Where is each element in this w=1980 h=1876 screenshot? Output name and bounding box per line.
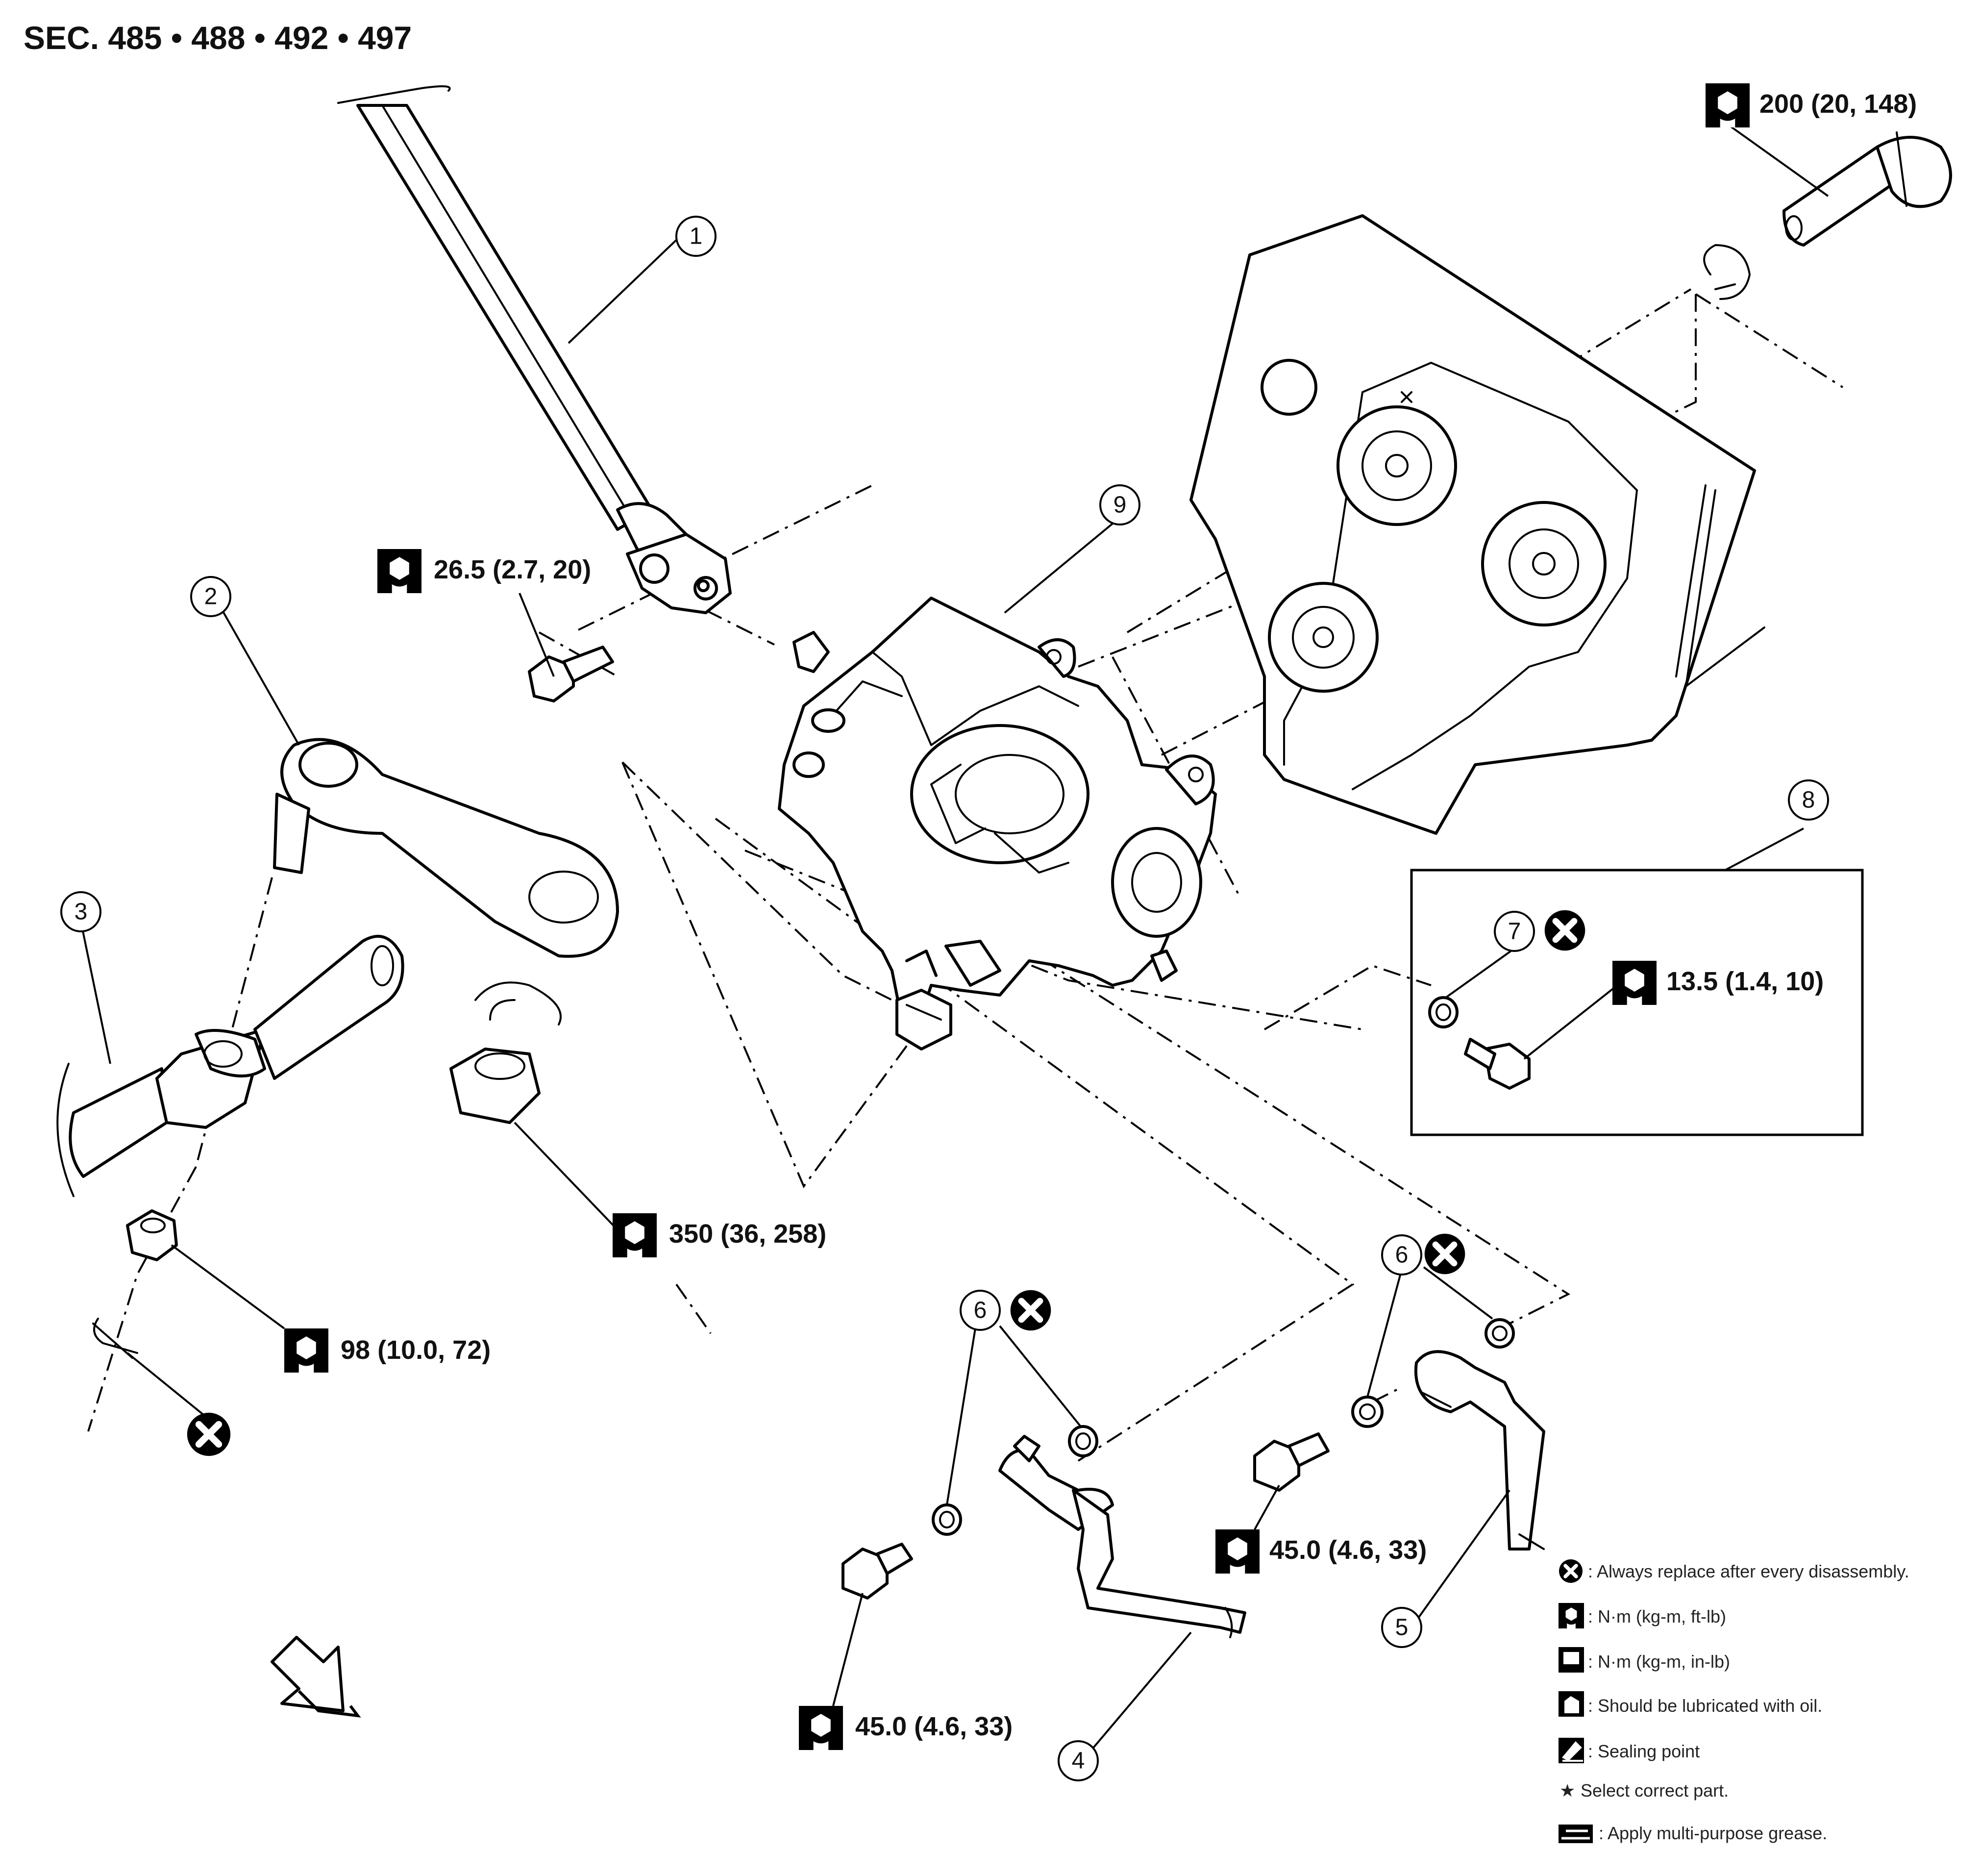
torque-icon [613, 1213, 657, 1257]
svg-text:: Should be lubricated with oi: : Should be lubricated with oil. [1588, 1696, 1822, 1716]
callout-7: 7 [1494, 911, 1535, 952]
svg-text:3: 3 [74, 899, 88, 925]
torque-icon [1612, 961, 1657, 1005]
svg-text:6: 6 [1395, 1242, 1409, 1268]
star-icon: ★ [1559, 1780, 1575, 1801]
legend-item-oil: : Should be lubricated with oil. [1559, 1691, 1822, 1717]
steering-shaft [337, 85, 732, 614]
torque-45-return: 45.0 (4.6, 33) [1215, 1529, 1427, 1574]
svg-text:98 (10.0, 72): 98 (10.0, 72) [341, 1335, 491, 1365]
svg-text:1: 1 [690, 224, 703, 250]
svg-text:26.5 (2.7, 20): 26.5 (2.7, 20) [434, 555, 591, 584]
union-bolt-return [1253, 1432, 1330, 1492]
replace-x-icon [1425, 1234, 1465, 1275]
svg-text:9: 9 [1114, 492, 1127, 518]
callout-3: 3 [60, 891, 101, 932]
union-bolt-pressure [842, 1543, 913, 1600]
steering-gear-assembly [778, 597, 1217, 1051]
svg-text:45.0 (4.6, 33): 45.0 (4.6, 33) [1269, 1535, 1427, 1565]
svg-text:2: 2 [204, 584, 218, 610]
callout-2: 2 [190, 576, 231, 617]
torque-icon [284, 1328, 328, 1373]
torque-45-pressure: 45.0 (4.6, 33) [799, 1706, 1013, 1750]
legend-item-torque-inlb: : N·m (kg-m, in-lb) [1559, 1647, 1730, 1673]
front-arrow-icon [271, 1636, 361, 1718]
assembly-lines [87, 288, 1844, 1462]
svg-text:: Sealing point: : Sealing point [1588, 1741, 1700, 1761]
pitman-arm-nut [449, 981, 562, 1124]
callout-5: 5 [1381, 1607, 1422, 1648]
svg-text:5: 5 [1395, 1615, 1409, 1641]
svg-text:7: 7 [1508, 919, 1521, 945]
torque-icon [1215, 1529, 1260, 1574]
torque-98: 98 (10.0, 72) [284, 1328, 491, 1373]
svg-text:8: 8 [1802, 787, 1815, 813]
pressure-hose [998, 1435, 1246, 1638]
callout-9: 9 [1099, 484, 1140, 525]
torque-26-5: 26.5 (2.7, 20) [377, 549, 591, 593]
callout-6a: 6 [960, 1290, 1001, 1331]
valve-bolt [1464, 1038, 1531, 1090]
legend-item-torque-ftlb: : N·m (kg-m, ft-lb) [1559, 1603, 1726, 1628]
callout-8: 8 [1788, 779, 1829, 821]
tie-rod-nut [126, 1209, 178, 1261]
svg-text:: Always replace after every d: : Always replace after every disassembly… [1588, 1561, 1909, 1581]
pitman-arm [273, 738, 619, 958]
torque-icon [799, 1706, 843, 1750]
gear-bracket [1189, 214, 1765, 835]
callout-6b: 6 [1381, 1234, 1422, 1276]
svg-text:45.0 (4.6, 33): 45.0 (4.6, 33) [855, 1712, 1013, 1741]
svg-text:Select correct part.: Select correct part. [1581, 1780, 1729, 1801]
legend-item-replace: : Always replace after every disassembly… [1559, 1559, 1909, 1583]
torque-350: 350 (36, 258) [613, 1213, 826, 1257]
return-hose [1414, 1350, 1545, 1551]
replace-x-icon [1559, 1559, 1583, 1583]
callout-4: 4 [1058, 1740, 1099, 1781]
cotter-pin [92, 1318, 138, 1359]
grease-icon [1559, 1825, 1593, 1843]
legend-item-sealing: : Sealing point [1559, 1738, 1700, 1763]
gear-mounting-bolt [1782, 131, 1952, 247]
section-title: SEC. 485 • 488 • 492 • 497 [24, 20, 412, 56]
torque-icon [1706, 83, 1750, 127]
svg-text:200 (20, 148): 200 (20, 148) [1759, 89, 1917, 119]
legend-item-grease: : Apply multi-purpose grease. [1559, 1823, 1827, 1843]
replace-x-icon [1545, 910, 1585, 951]
svg-text:13.5 (1.4, 10): 13.5 (1.4, 10) [1666, 967, 1824, 996]
svg-text:6: 6 [974, 1298, 987, 1324]
detail-box-8 [1410, 869, 1864, 1136]
cross-rod [56, 935, 404, 1197]
svg-text:: N·m (kg-m, in-lb): : N·m (kg-m, in-lb) [1588, 1651, 1730, 1672]
svg-text:350 (36, 258): 350 (36, 258) [669, 1219, 826, 1249]
leader-lines [80, 122, 1829, 1761]
torque-200: 200 (20, 148) [1706, 83, 1917, 127]
replace-x-icon [1011, 1290, 1051, 1331]
torque-icon [1559, 1603, 1584, 1628]
svg-text:: Apply multi-purpose grease.: : Apply multi-purpose grease. [1599, 1823, 1827, 1843]
legend-item-star: ★ Select correct part. [1559, 1780, 1729, 1801]
svg-text:: N·m (kg-m, ft-lb): : N·m (kg-m, ft-lb) [1588, 1606, 1726, 1626]
torque-icon [377, 549, 421, 593]
replace-x-icon [187, 1413, 230, 1456]
svg-text:4: 4 [1072, 1748, 1085, 1774]
coupling-pinch-bolt [528, 646, 614, 702]
torque-13-5: 13.5 (1.4, 10) [1612, 961, 1824, 1005]
copper-washers [932, 996, 1515, 1536]
mounting-bolt-washer [1703, 244, 1751, 300]
callout-1: 1 [675, 216, 717, 257]
legend: : Always replace after every disassembly… [1559, 1559, 1909, 1843]
